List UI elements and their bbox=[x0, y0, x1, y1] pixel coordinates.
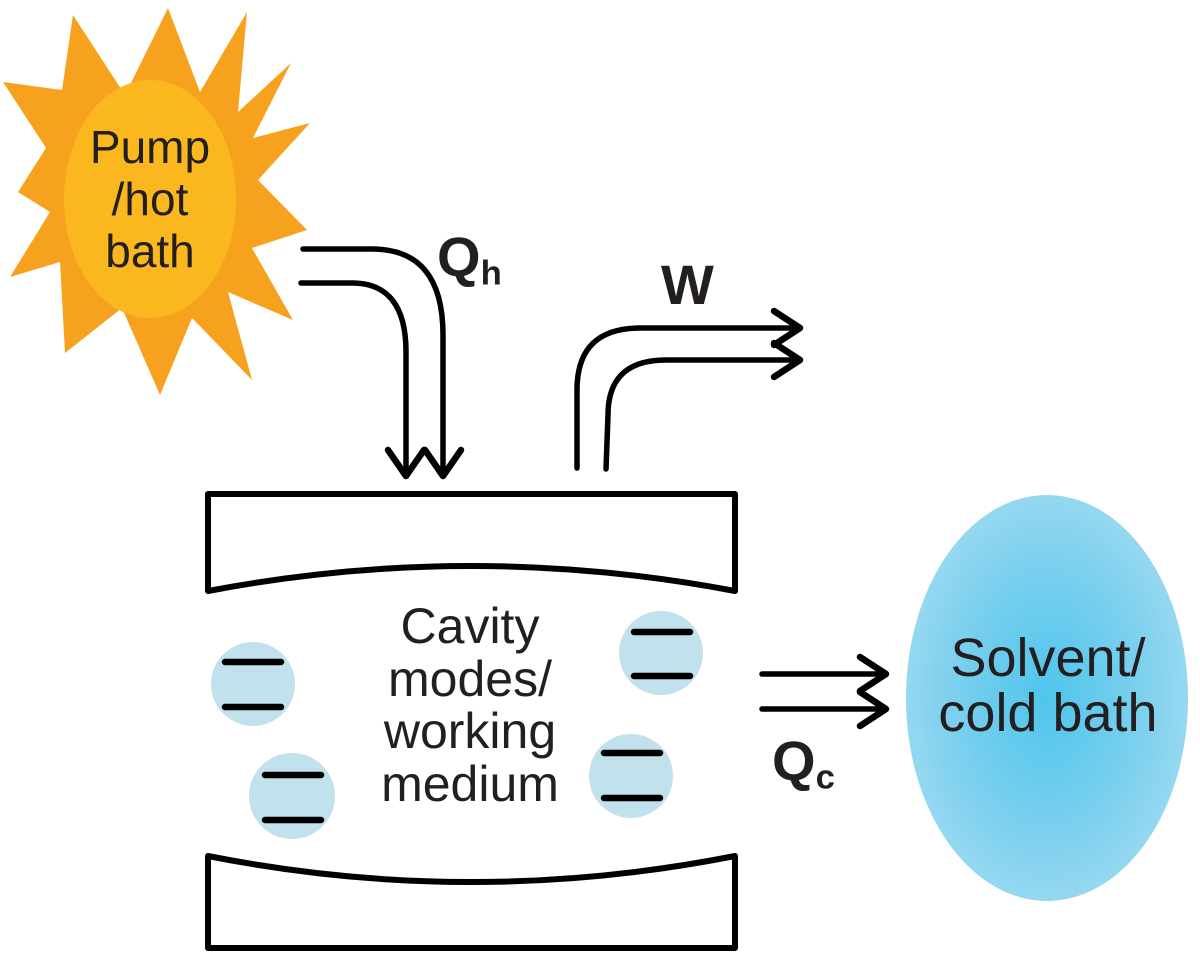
heat-in-label: Qh bbox=[437, 224, 502, 293]
cold-bath-line: Solvent/ bbox=[950, 628, 1146, 688]
work-arrow bbox=[574, 307, 804, 472]
heat-out-subscript: c bbox=[815, 758, 835, 797]
work-label: W bbox=[661, 252, 714, 317]
cavity-line: working bbox=[383, 703, 557, 759]
cavity-label: Cavity modes/ working medium bbox=[328, 600, 612, 810]
heat-in-subscript: h bbox=[480, 254, 502, 293]
heat-out-symbol: Q bbox=[772, 729, 816, 792]
hot-bath-label: Pump /hot bath bbox=[30, 121, 270, 277]
top-mirror bbox=[205, 491, 738, 594]
cold-bath-blob bbox=[906, 495, 1188, 901]
cavity-line: medium bbox=[381, 755, 559, 812]
heat-in-symbol: Q bbox=[437, 225, 481, 288]
hot-bath-line: /hot bbox=[111, 173, 189, 225]
heat-in-arrow bbox=[298, 246, 465, 480]
molecule-top-right bbox=[619, 611, 703, 695]
hot-bath-line: bath bbox=[105, 225, 195, 277]
molecule-bottom-right bbox=[589, 734, 673, 818]
sun-core bbox=[64, 80, 236, 318]
bottom-mirror bbox=[205, 853, 738, 951]
cavity-line: modes/ bbox=[388, 650, 552, 707]
molecule-top-left bbox=[211, 642, 295, 726]
molecule-circle bbox=[249, 753, 335, 839]
cold-bath-line: cold bath bbox=[938, 683, 1158, 743]
heat-out-arrow bbox=[759, 653, 890, 730]
work-symbol: W bbox=[661, 253, 714, 316]
hot-bath-line: Pump bbox=[89, 121, 211, 173]
molecule-bottom-left bbox=[249, 753, 335, 839]
molecule-circle bbox=[619, 611, 703, 695]
cold-bath-label: Solvent/ cold bath bbox=[903, 631, 1193, 741]
cavity-line: Cavity bbox=[400, 598, 540, 654]
heat-out-label: Qc bbox=[772, 728, 835, 797]
molecule-circle bbox=[211, 642, 295, 726]
